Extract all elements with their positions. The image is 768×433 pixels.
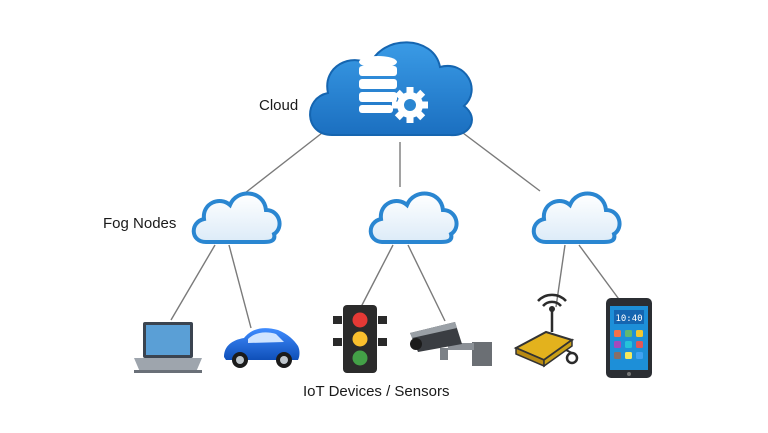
fog-node-3 <box>531 191 622 244</box>
line-fog2-camera <box>407 244 446 322</box>
fog-cloud-icon <box>531 191 622 244</box>
line-fog3-phone <box>578 244 622 303</box>
connector-lines <box>170 132 622 329</box>
line-fog1-laptop <box>170 244 216 321</box>
line-fog1-car <box>228 244 252 329</box>
line-cloud-fog-3 <box>462 132 541 192</box>
line-cloud-fog-1 <box>244 132 323 194</box>
wireless-sensor-icon <box>513 293 579 368</box>
laptop-icon <box>134 322 202 373</box>
phone-clock: 10:40 <box>615 314 642 324</box>
traffic-light-icon <box>333 305 387 373</box>
car-icon <box>224 328 300 368</box>
iot-devices-label: IoT Devices / Sensors <box>303 383 450 400</box>
cloud-label: Cloud <box>259 97 299 114</box>
smartphone-icon: 10:40 <box>606 298 652 378</box>
line-fog2-traffic <box>360 244 394 308</box>
fog-cloud-icon <box>368 191 459 244</box>
fog-nodes-label: Fog Nodes <box>103 215 177 232</box>
gear-icon <box>392 87 428 123</box>
fog-cloud-icon <box>191 191 282 244</box>
fog-node-1 <box>191 191 282 244</box>
database-gear-cloud-icon <box>309 41 473 137</box>
fog-node-2 <box>368 191 459 244</box>
database-icon <box>359 56 397 113</box>
security-camera-icon <box>410 322 492 366</box>
